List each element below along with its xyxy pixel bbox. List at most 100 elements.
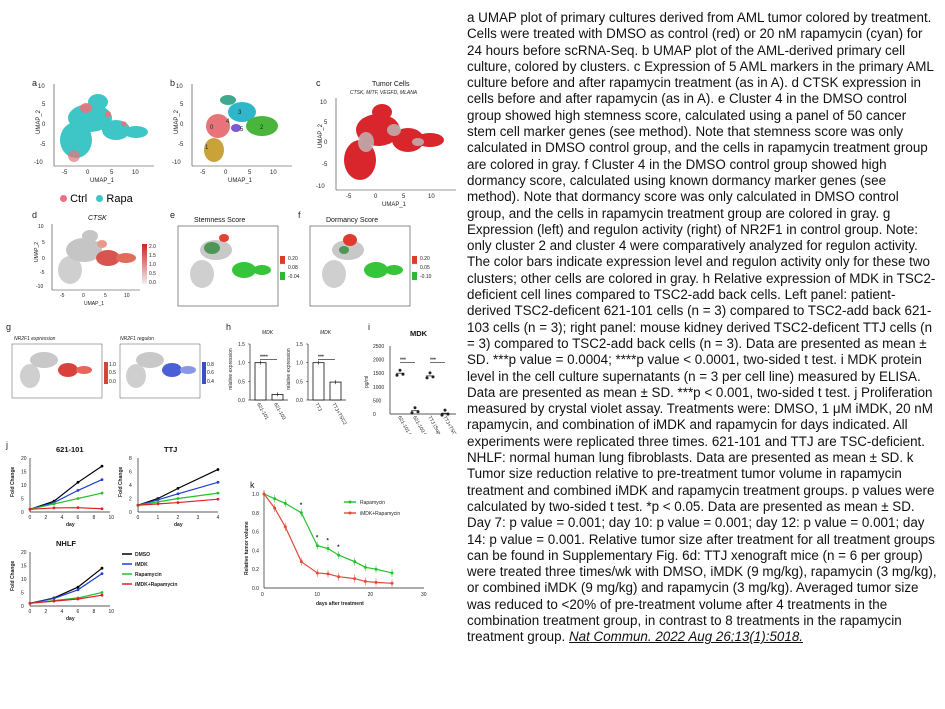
panel-letter: g: [6, 322, 12, 332]
y-axis-label: relative expression: [228, 348, 234, 390]
cluster-label: 2: [260, 125, 264, 131]
data-point: [52, 597, 56, 600]
sig-stars: ***: [400, 357, 406, 363]
legend-label-ctrl: Ctrl: [70, 193, 88, 205]
sig-stars: ****: [260, 355, 268, 361]
ytick: 1.0: [238, 361, 245, 367]
ytick: 15: [21, 470, 27, 476]
xtick: TTJ: [313, 402, 323, 413]
data-point: [398, 368, 402, 372]
colorbar-tick: 1.5: [149, 253, 156, 259]
colorbar-tick: 0.0: [149, 280, 156, 286]
ytick: 1.0: [252, 492, 259, 498]
umap-e: Stemness Score 0.20 0.08 -0.04: [177, 217, 300, 307]
x-axis-label: days after treatment: [316, 601, 364, 607]
data-point: [156, 498, 160, 502]
legend-label: iMDK+Rapamycin: [135, 582, 177, 588]
ytick: 0: [324, 140, 328, 146]
sig-stars: ***: [318, 355, 324, 361]
ytick: 10: [21, 577, 27, 583]
xtick: 5: [104, 293, 107, 299]
xtick: 2: [45, 609, 48, 615]
colorbar-tick: 0.0: [109, 379, 116, 385]
panel-letter: h: [226, 322, 232, 332]
xtick: 4: [61, 609, 64, 615]
data-point: [100, 593, 104, 597]
data-point: [410, 411, 414, 415]
panel-letter: d: [32, 210, 38, 220]
ytick: 20: [21, 550, 27, 556]
xtick: 0: [82, 293, 85, 299]
panel-letter: j: [6, 440, 8, 450]
data-point: [76, 588, 80, 592]
legend-marker: [348, 500, 352, 504]
ytick: 1.5: [238, 342, 245, 348]
xtick: 6: [77, 609, 80, 615]
xtick: 621-103: [272, 402, 286, 421]
panel-letter: a: [32, 78, 38, 88]
legend-label: DMSO: [135, 552, 150, 558]
sig-star: *: [337, 545, 340, 551]
data-point: [425, 376, 429, 380]
colorbar: [280, 256, 285, 264]
data-point: [395, 373, 399, 377]
data-point: [216, 480, 220, 484]
ytick: 0.5: [296, 379, 303, 385]
series-line: [29, 479, 103, 510]
colorbar-tick: 0.08: [288, 265, 298, 271]
chart-title: TTJ: [164, 445, 177, 454]
chart-title: NHLF: [56, 539, 76, 548]
xtick: 0: [137, 515, 140, 521]
figure-caption: a UMAP plot of primary cultures derived …: [467, 10, 937, 646]
xtick: 5: [110, 170, 114, 176]
colorbar-tick: 0.6: [207, 370, 214, 376]
data-point: [76, 489, 80, 492]
x-axis-label: UMAP_1: [228, 178, 253, 184]
xtick: 8: [93, 515, 96, 521]
ytick: 2500: [373, 344, 384, 350]
ytick: 0: [373, 412, 376, 418]
data-point: [156, 502, 160, 506]
xtick: 10: [428, 194, 435, 200]
ytick: 0.2: [252, 567, 259, 573]
panel-b: 1 0 2 3 4 5 10 5 0 -5 -10 -5 0 5 10 UMAP…: [166, 78, 296, 208]
panel-letter: e: [170, 210, 176, 220]
data-point: [216, 468, 220, 471]
ytick: 5: [324, 120, 328, 126]
xtick: 10: [270, 170, 277, 176]
ytick: 0: [21, 604, 24, 610]
sig-star: *: [327, 539, 330, 545]
data-point: [156, 500, 160, 504]
colorbar-tick: 1.0: [149, 262, 156, 268]
ytick: -10: [316, 184, 325, 190]
xtick: 5: [248, 170, 252, 176]
data-point: [100, 507, 104, 511]
data-point: [76, 597, 80, 601]
umap-f: Dormancy Score 0.20 0.05 -0.10: [309, 217, 432, 307]
colorbar-tick: 0.5: [109, 370, 116, 376]
cluster-label: 5: [240, 127, 244, 133]
data-point: [413, 406, 417, 410]
xtick: 3: [197, 515, 200, 521]
ytick: -5: [322, 162, 328, 168]
y-axis-label: UMAP_2: [36, 109, 42, 134]
ytick: 0.0: [296, 398, 303, 404]
colorbar: [142, 244, 147, 284]
xtick: 8: [93, 609, 96, 615]
legend-swatch-rapa: [96, 195, 104, 202]
xtick: 1: [157, 515, 160, 521]
y-axis-label: UMAP_2: [174, 109, 180, 134]
ytick: 4: [129, 483, 132, 489]
y-axis-label: Fold Change: [10, 467, 16, 497]
panel-letter: i: [368, 322, 370, 332]
panel-letter: b: [170, 78, 176, 88]
umap-d: CTSK 2.0 1.5 1.0 0.5 0.0 10 5 0 -5 -10 -…: [34, 215, 156, 307]
xtick: 4: [217, 515, 220, 521]
xtick: -5: [60, 293, 65, 299]
citation-link[interactable]: Nat Commun. 2022 Aug 26;13(1):5018.: [569, 629, 803, 645]
ytick: 5: [21, 497, 24, 503]
data-point: [76, 480, 80, 484]
ytick: 0: [180, 122, 184, 128]
xtick: 0: [29, 515, 32, 521]
cluster-label: 1: [205, 145, 209, 151]
